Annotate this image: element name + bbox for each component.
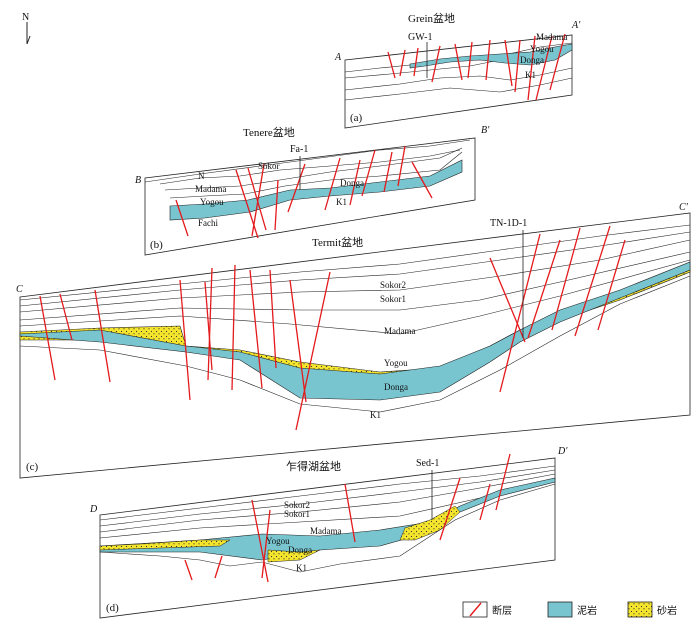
legend-label-fault: 断层 xyxy=(492,604,512,617)
panel-a-unit-madama: Madama xyxy=(536,32,568,42)
panel-a-unit-k1: K1 xyxy=(525,70,536,80)
panel-c-unit-yogou: Yogou xyxy=(384,358,408,368)
north-label: N xyxy=(22,12,29,23)
panel-a-donga-body xyxy=(409,43,573,69)
legend-item-mudstone: 泥岩 xyxy=(547,601,597,618)
panel-c-unit-donga: Donga xyxy=(384,382,408,392)
panel-a-end-left: A xyxy=(334,52,342,63)
panel-b-unit-fachi: Fachi xyxy=(198,218,218,228)
panel-c-faults xyxy=(39,225,626,431)
panel-d-unit-yogou: Yogou xyxy=(266,536,290,546)
panel-b-faults xyxy=(175,145,433,239)
panel-c-label: (c) xyxy=(26,461,39,473)
panel-c-end-left: C xyxy=(16,284,23,295)
panel-c: TN-1D-1 Termit盆地 C C' Sokor2 Sokor1 Mada… xyxy=(16,202,691,479)
panel-d-sand-mid xyxy=(267,549,321,563)
panel-c-unit-sokor1: Sokor1 xyxy=(380,294,406,304)
panel-a-unit-yogou: Yogou xyxy=(530,44,554,54)
panel-a-title: Grein盆地 xyxy=(408,11,455,25)
legend-item-fault: 断层 xyxy=(462,601,512,618)
panel-a: GW-1 Grein盆地 A A' Madama Yogou Donga K1 … xyxy=(334,11,581,129)
panel-d-faults xyxy=(184,453,511,583)
panel-c-frame xyxy=(19,212,691,479)
panel-b-unit-madama: Madama xyxy=(195,184,227,194)
panel-c-unit-madama: Madama xyxy=(384,326,416,336)
panel-d-unit-k1: K1 xyxy=(296,563,307,573)
panel-d-title: 乍得湖盆地 xyxy=(286,459,341,473)
panel-a-unit-donga: Donga xyxy=(520,55,544,65)
panel-b-label: (b) xyxy=(150,239,163,251)
panel-d-sand-right xyxy=(399,505,461,541)
panel-d-donga-body xyxy=(99,477,556,561)
panel-b-unit-k1: K1 xyxy=(336,197,347,207)
panel-d-unit-sokor2: Sokor2 xyxy=(284,500,310,510)
panel-c-end-right: C' xyxy=(679,202,689,213)
panel-d-end-right: D' xyxy=(557,446,568,457)
panel-b: Fa-1 Tenere盆地 B B' N Sokor Madama Yogou … xyxy=(135,125,490,256)
panel-b-well: Fa-1 xyxy=(290,144,308,155)
panel-c-title: Termit盆地 xyxy=(312,235,363,249)
panel-d-unit-donga: Donga xyxy=(288,545,312,555)
panel-b-title: Tenere盆地 xyxy=(243,125,295,139)
panel-d-sand-left xyxy=(99,539,231,551)
panel-c-donga-body xyxy=(19,261,691,401)
panel-d-end-left: D xyxy=(89,504,98,515)
north-arrow: N xyxy=(22,12,31,45)
panel-d: Sed-1 乍得湖盆地 D D' Sokor2 Sokor1 Madama Yo… xyxy=(89,446,568,619)
panel-b-end-left: B xyxy=(135,175,141,186)
legend: 断层 泥岩 砂岩 xyxy=(462,601,677,618)
panel-d-label: (d) xyxy=(106,602,119,614)
panel-b-unit-n: N xyxy=(198,171,205,181)
panel-b-unit-donga: Donga xyxy=(340,178,364,188)
panel-c-unit-k1: K1 xyxy=(370,410,381,420)
panel-a-end-right: A' xyxy=(571,20,581,31)
panel-d-unit-madama: Madama xyxy=(310,526,342,536)
legend-label-sandstone: 砂岩 xyxy=(657,604,677,617)
panel-d-well: Sed-1 xyxy=(416,458,439,469)
panel-b-end-right: B' xyxy=(481,125,490,136)
panel-c-unit-sokor2: Sokor2 xyxy=(380,280,406,290)
panel-c-well: TN-1D-1 xyxy=(490,218,527,229)
panel-b-mud-body xyxy=(169,159,463,221)
panel-a-label: (a) xyxy=(350,112,363,124)
panel-a-well: GW-1 xyxy=(408,32,432,43)
panel-d-unit-sokor1: Sokor1 xyxy=(284,509,310,519)
panel-b-unit-yogou: Yogou xyxy=(200,197,224,207)
panel-a-faults xyxy=(387,33,566,101)
legend-item-sandstone: 砂岩 xyxy=(627,601,677,618)
legend-label-mudstone: 泥岩 xyxy=(577,604,597,617)
panel-b-unit-sokor: Sokor xyxy=(258,161,280,171)
